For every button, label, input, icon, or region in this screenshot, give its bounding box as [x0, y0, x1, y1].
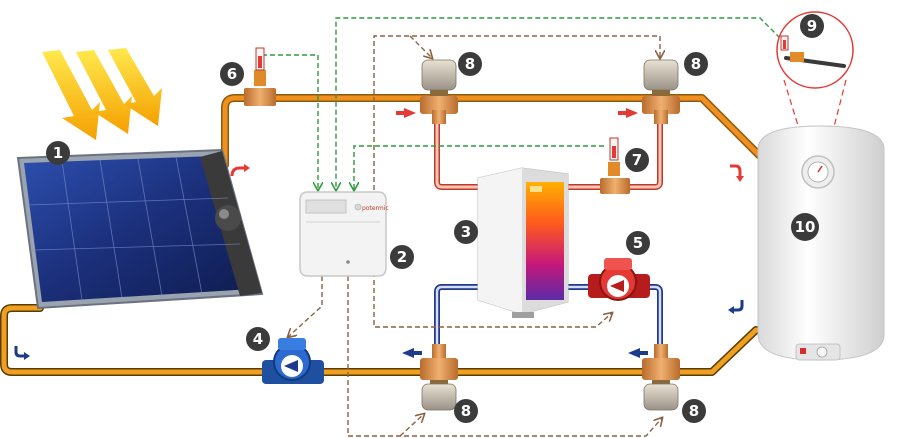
badge-8-bottom-left: 8	[454, 399, 478, 423]
svg-text:8: 8	[465, 55, 475, 73]
badge-7: 7	[625, 148, 649, 172]
controller-unit: potermic	[299, 191, 389, 277]
zoom-connector	[783, 79, 847, 159]
cold-pipes	[0, 284, 760, 376]
svg-text:1: 1	[53, 144, 63, 162]
badge-3: 3	[454, 220, 478, 244]
flow-arrows	[14, 108, 744, 360]
valve-bottom-right	[642, 344, 680, 411]
valve-top-right	[642, 59, 680, 124]
svg-text:4: 4	[253, 330, 263, 348]
svg-text:2: 2	[397, 248, 407, 266]
badge-8-top-right: 8	[684, 52, 708, 76]
badge-9: 9	[800, 14, 824, 38]
sensor-signal-lines	[262, 17, 781, 190]
blue-circulation-pump	[262, 338, 324, 384]
temperature-sensor-6	[244, 47, 276, 106]
badge-8-top-left: 8	[458, 52, 482, 76]
badge-5: 5	[626, 231, 650, 255]
temperature-sensor-7	[600, 137, 630, 194]
svg-text:9: 9	[807, 17, 817, 35]
controller-brand: potermic	[362, 205, 389, 212]
red-circulation-pump	[588, 258, 650, 301]
solar-panel	[16, 148, 264, 310]
badge-6: 6	[220, 62, 244, 86]
svg-text:5: 5	[633, 234, 643, 252]
badge-10: 10	[791, 213, 819, 241]
badge-2: 2	[390, 245, 414, 269]
badge-4: 4	[246, 327, 270, 351]
svg-text:10: 10	[795, 218, 816, 236]
svg-text:7: 7	[632, 151, 642, 169]
svg-text:3: 3	[461, 223, 471, 241]
tank-sensor-zoom	[776, 11, 854, 89]
svg-text:8: 8	[691, 55, 701, 73]
control-signal-lines	[288, 35, 662, 437]
heat-pump	[477, 167, 569, 318]
svg-text:8: 8	[689, 402, 699, 420]
water-tank	[757, 125, 885, 361]
valve-top-left	[420, 59, 458, 124]
sunlight-rays	[42, 48, 162, 140]
valve-bottom-left	[420, 344, 458, 411]
badge-8-bottom-right: 8	[682, 399, 706, 423]
badge-1: 1	[46, 141, 70, 165]
hot-pipes	[221, 94, 766, 190]
svg-text:6: 6	[227, 65, 237, 83]
svg-text:8: 8	[461, 402, 471, 420]
